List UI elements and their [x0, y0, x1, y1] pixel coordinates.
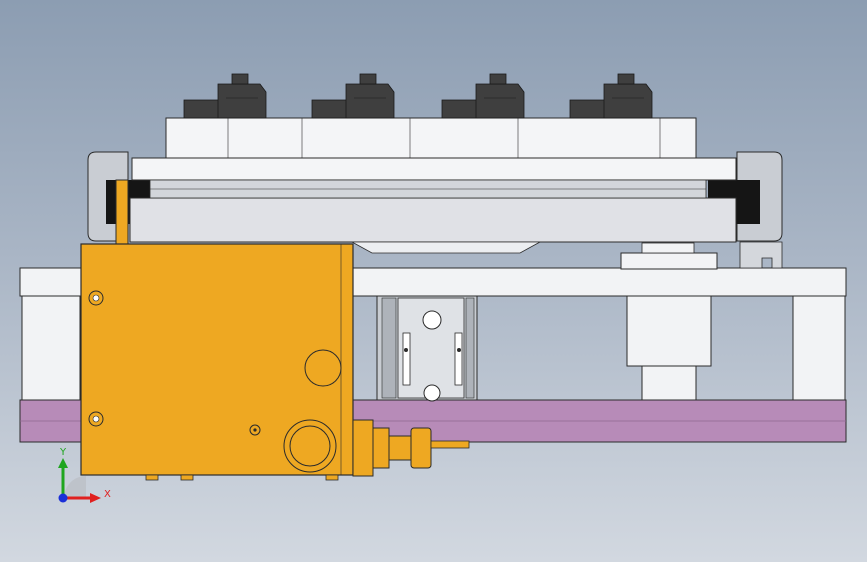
cylinder-body: [626, 295, 712, 367]
triad-y-arrow: [58, 458, 68, 468]
connector-4: [569, 73, 653, 119]
carriage-bore-bottom: [423, 384, 441, 402]
orange-enclosure: [80, 179, 470, 481]
triad-z-origin: [58, 493, 68, 503]
connector-2: [311, 73, 395, 119]
linear-guide-rail: [376, 295, 478, 402]
guide-rail-right-strip: [465, 297, 475, 399]
triad-y-label: Y: [59, 447, 67, 458]
enclosure-port-ring-inner: [289, 425, 331, 467]
pallet-tray: [129, 197, 737, 243]
cylinder-mount-block: [620, 252, 718, 270]
guide-rail-left-strip: [381, 297, 397, 399]
triad-arc: [64, 476, 86, 498]
enclosure-foot-2: [180, 474, 194, 481]
cable-gland-cap: [410, 427, 432, 469]
cable-gland-ferrule: [388, 435, 412, 461]
connector-3: [441, 73, 525, 119]
top-base-plate: [165, 117, 697, 159]
enclosure-guide-post: [115, 179, 129, 245]
carriage-bore-top: [422, 310, 442, 330]
cylinder-rod: [641, 365, 697, 401]
hinge-top-center: [92, 294, 100, 302]
right-profile-t-slot: [739, 241, 783, 269]
right-support-column: [792, 295, 846, 403]
enclosure-foot-3: [325, 474, 339, 481]
upper-fixture: [87, 117, 783, 269]
pallet-upper-frame: [131, 157, 737, 181]
connectors: [183, 73, 653, 119]
cable-gland-nut: [372, 427, 390, 469]
coordinate-triad: Y X: [58, 447, 111, 503]
enclosure-screw-dot: [253, 428, 257, 432]
triad-x-arrow: [90, 493, 101, 503]
pallet-belly: [351, 241, 541, 254]
left-support-column: [21, 295, 81, 403]
enclosure-foot-1: [145, 474, 159, 481]
mid-plate-standoff: [641, 242, 695, 254]
connector-1: [183, 73, 267, 119]
hinge-bottom-center: [92, 415, 100, 423]
enclosure-gland-large: [304, 349, 342, 387]
carriage-slot-right: [454, 332, 463, 386]
side-support-columns: [21, 295, 846, 403]
carriage-slot-left: [402, 332, 411, 386]
carriage-screw-2: [457, 348, 461, 352]
cable-gland-body: [352, 419, 374, 477]
right-cylinder: [626, 295, 712, 401]
cable-stub: [430, 440, 470, 449]
carriage-screw-1: [404, 348, 408, 352]
triad-x-label: X: [104, 489, 111, 500]
